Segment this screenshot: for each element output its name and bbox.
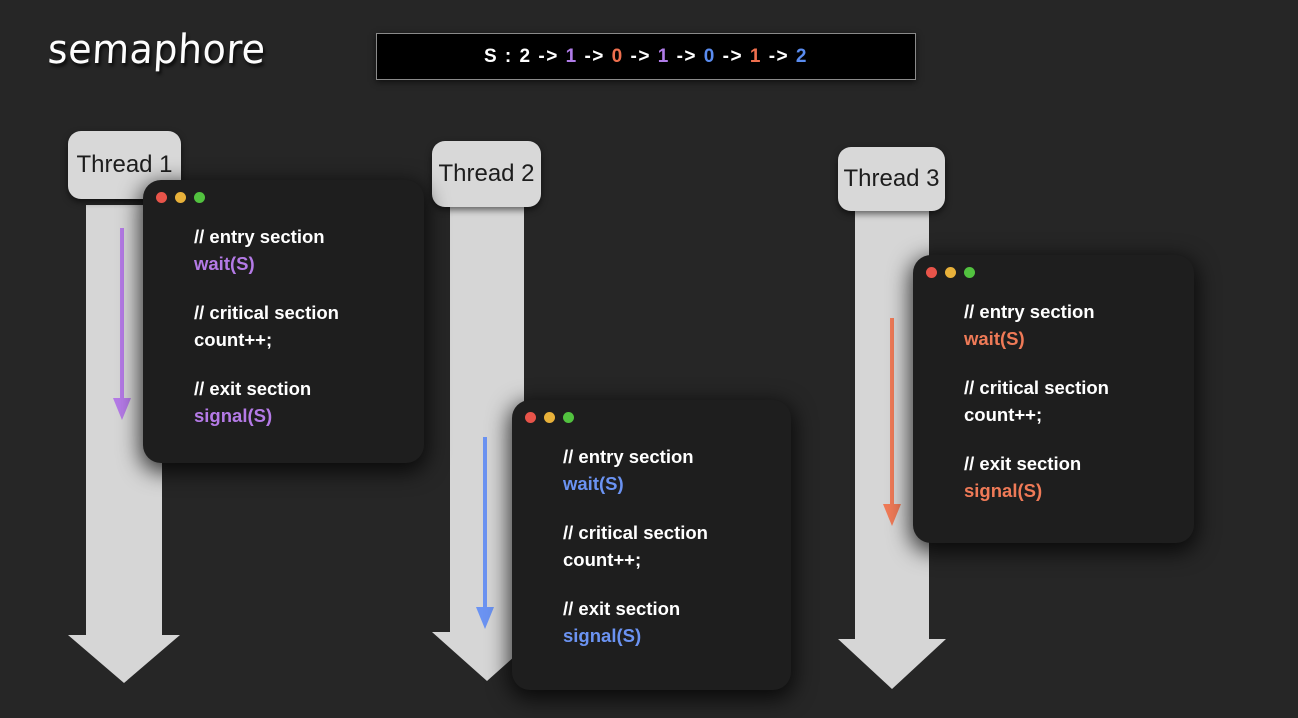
entry-call: wait(S) [964, 328, 1025, 349]
thread-1-progress-arrow-icon [110, 226, 134, 422]
minimize-dot-icon[interactable] [945, 267, 956, 278]
exit-section-block: // exit section signal(S) [194, 375, 339, 429]
sequence-arrow-0: -> [531, 45, 566, 67]
thread-3-progress-arrow-icon [880, 316, 904, 528]
semaphore-value-strip: S : 2 -> 1 -> 0 -> 1 -> 0 -> 1 -> 2 [376, 33, 916, 80]
critical-section-block: // critical section count++; [194, 299, 339, 353]
sequence-token-4: 0 [703, 45, 716, 67]
sequence-token-6: 2 [795, 45, 808, 67]
thread-3-label: Thread 3 [843, 165, 940, 192]
exit-call: signal(S) [563, 625, 642, 646]
exit-call: signal(S) [964, 480, 1043, 501]
thread-2-code-window[interactable]: // entry section wait(S) // critical sec… [512, 400, 791, 690]
semaphore-label: S : [483, 45, 520, 67]
critical-section-block: // critical section count++; [563, 519, 708, 573]
window-controls [156, 192, 205, 203]
close-dot-icon[interactable] [926, 267, 937, 278]
sequence-token-1: 1 [565, 45, 578, 67]
critical-statement: count++; [563, 549, 642, 570]
window-controls [525, 412, 574, 423]
critical-comment: // critical section [563, 522, 708, 543]
entry-comment: // entry section [964, 301, 1095, 322]
thread-3-code-body: // entry section wait(S) // critical sec… [964, 298, 1109, 504]
entry-comment: // entry section [194, 226, 325, 247]
exit-section-block: // exit section signal(S) [964, 450, 1109, 504]
thread-2-label-chip[interactable]: Thread 2 [432, 141, 541, 207]
close-dot-icon[interactable] [156, 192, 167, 203]
thread-3-label-chip[interactable]: Thread 3 [838, 147, 945, 211]
sequence-token-0: 2 [519, 45, 532, 67]
thread-2-code-body: // entry section wait(S) // critical sec… [563, 443, 708, 649]
maximize-dot-icon[interactable] [563, 412, 574, 423]
exit-comment: // exit section [194, 378, 312, 399]
thread-2-label: Thread 2 [438, 160, 535, 187]
close-dot-icon[interactable] [525, 412, 536, 423]
page-title: semaphore [46, 25, 267, 73]
thread-1-code-body: // entry section wait(S) // critical sec… [194, 223, 339, 429]
critical-section-block: // critical section count++; [964, 374, 1109, 428]
sequence-arrow-1: -> [577, 45, 612, 67]
exit-comment: // exit section [964, 453, 1082, 474]
sequence-arrow-3: -> [669, 45, 704, 67]
maximize-dot-icon[interactable] [964, 267, 975, 278]
entry-section-block: // entry section wait(S) [194, 223, 339, 277]
entry-section-block: // entry section wait(S) [563, 443, 708, 497]
sequence-arrow-4: -> [715, 45, 750, 67]
critical-comment: // critical section [194, 302, 339, 323]
entry-call: wait(S) [563, 473, 624, 494]
entry-call: wait(S) [194, 253, 255, 274]
sequence-token-3: 1 [657, 45, 670, 67]
critical-statement: count++; [194, 329, 273, 350]
sequence-arrow-5: -> [761, 45, 796, 67]
critical-statement: count++; [964, 404, 1043, 425]
maximize-dot-icon[interactable] [194, 192, 205, 203]
sequence-token-5: 1 [749, 45, 762, 67]
sequence-token-2: 0 [611, 45, 624, 67]
exit-comment: // exit section [563, 598, 681, 619]
entry-comment: // entry section [563, 446, 694, 467]
semaphore-sequence: S : 2 -> 1 -> 0 -> 1 -> 0 -> 1 -> 2 [484, 46, 808, 68]
exit-section-block: // exit section signal(S) [563, 595, 708, 649]
sequence-arrow-2: -> [623, 45, 658, 67]
thread-2-progress-arrow-icon [473, 435, 497, 631]
exit-call: signal(S) [194, 405, 273, 426]
minimize-dot-icon[interactable] [544, 412, 555, 423]
entry-section-block: // entry section wait(S) [964, 298, 1109, 352]
thread-1-code-window[interactable]: // entry section wait(S) // critical sec… [143, 180, 424, 463]
thread-3-code-window[interactable]: // entry section wait(S) // critical sec… [913, 255, 1194, 543]
window-controls [926, 267, 975, 278]
critical-comment: // critical section [964, 377, 1109, 398]
minimize-dot-icon[interactable] [175, 192, 186, 203]
thread-1-label: Thread 1 [76, 151, 173, 178]
